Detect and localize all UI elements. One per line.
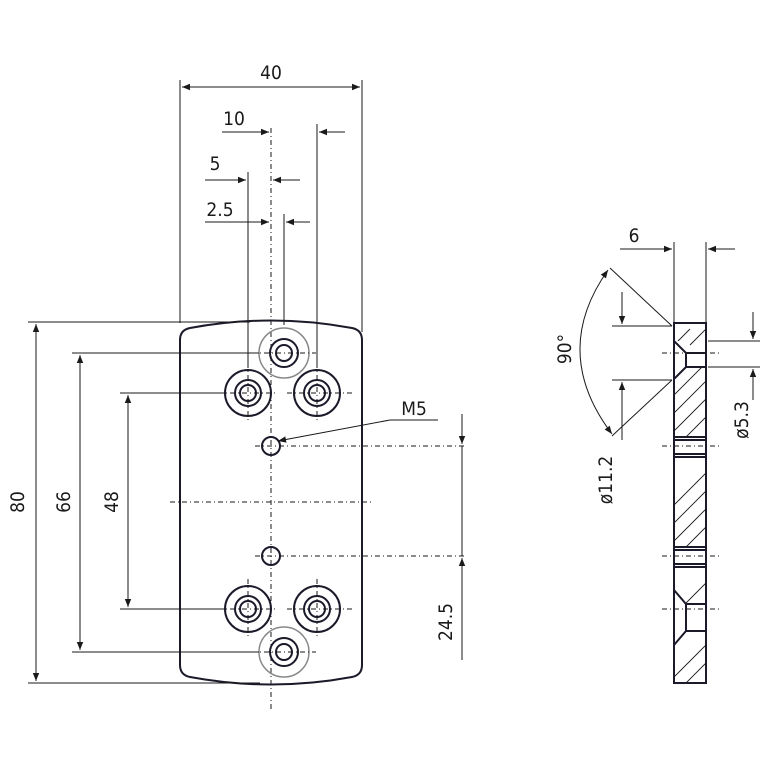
side-section-outline [673, 322, 707, 684]
dim-80-label: 80 [7, 491, 29, 513]
counterbore-hole-bottom-center [252, 626, 316, 678]
m5-leader-line [277, 419, 391, 443]
threaded-hole-upper [255, 436, 465, 456]
m5-thread-label: M5 [401, 398, 427, 420]
counterbore-hole-top-center [252, 327, 316, 379]
dim-5-3-label: ø5.3 [731, 401, 753, 439]
angle-arc-90 [579, 269, 613, 435]
counterbore-hole-top-right [287, 363, 352, 423]
dim-48-label: 48 [101, 491, 123, 513]
plate-outline [179, 319, 363, 686]
front-view: 40 10 5 2.5 80 66 48 [7, 62, 466, 712]
dim-11-2-label: ø11.2 [595, 456, 617, 505]
dim-6-label: 6 [629, 225, 640, 247]
dim-10-label: 10 [223, 108, 245, 130]
counterbore-hole-bottom-right [287, 579, 352, 639]
dim-2-5-label: 2.5 [206, 199, 233, 221]
dim-24-5-label: 24.5 [435, 603, 457, 641]
counterbore-hole-bottom-left [218, 579, 278, 639]
dim-5-label: 5 [210, 153, 221, 175]
counterbore-hole-top-left [218, 363, 278, 423]
threaded-hole-lower [255, 546, 465, 566]
side-threaded-hole-lower [674, 546, 706, 568]
dim-66-label: 66 [53, 491, 75, 513]
angle-90-label: 90° [554, 334, 576, 364]
side-threaded-hole-upper [674, 436, 706, 458]
side-view: 6 90° ø11.2 ø5.3 [554, 225, 760, 684]
dim-40-label: 40 [260, 62, 282, 84]
